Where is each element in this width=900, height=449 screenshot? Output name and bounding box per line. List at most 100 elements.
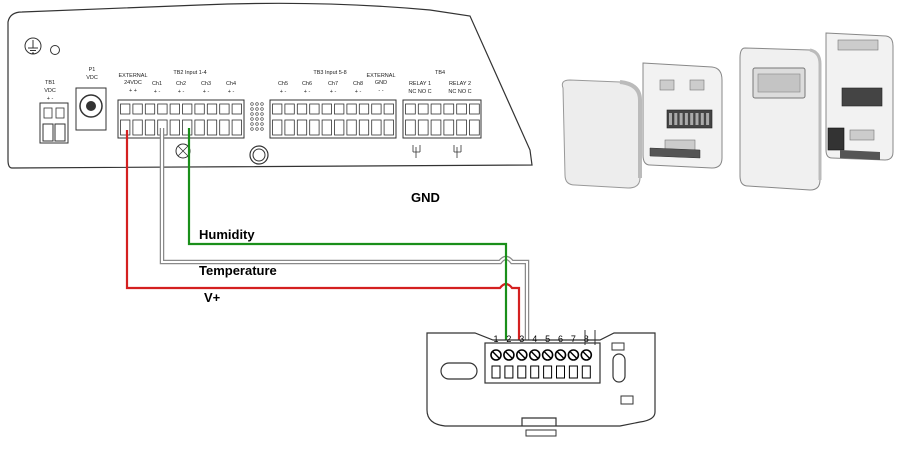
header-pin — [260, 122, 264, 126]
terminal-clamp-3 — [517, 365, 527, 379]
led-indicator — [50, 45, 60, 55]
tb2-screw-10 — [231, 103, 242, 115]
tb2-slot-8 — [206, 119, 218, 136]
header-pin — [260, 102, 264, 106]
header-pin — [255, 117, 259, 121]
mount-slot-left — [440, 362, 478, 380]
ch3-polarity: + - — [203, 89, 210, 95]
ch8-polarity: + - — [355, 89, 362, 95]
ch8-label: Ch8 — [353, 81, 363, 87]
header-pin — [250, 112, 254, 116]
terminal-number-7: 7 — [571, 334, 576, 344]
header-pin — [260, 112, 264, 116]
tb4-terminal-block — [402, 99, 482, 158]
p1-power-jack — [75, 87, 107, 131]
tb1-polarity: + - — [47, 96, 54, 102]
external-24vdc-label-2: 24VDC — [124, 80, 142, 86]
header-pin — [255, 127, 259, 131]
ch1-label: Ch1 — [152, 81, 162, 87]
header-pin — [255, 112, 259, 116]
header-pin — [250, 107, 254, 111]
sensor-photo-2-base — [825, 32, 894, 161]
ch1-polarity: + - — [154, 89, 161, 95]
header-pin — [255, 107, 259, 111]
tb3-screw-3 — [296, 103, 308, 115]
photo-pin — [684, 113, 688, 125]
header-pin — [260, 127, 264, 131]
terminal-number-6: 6 — [558, 334, 563, 344]
tb2-screw-4 — [157, 103, 168, 115]
tb4-slot-3 — [430, 119, 442, 136]
terminal-screw-slot — [569, 351, 577, 359]
ch7-label: Ch7 — [328, 81, 338, 87]
terminal-number-8: 8 — [584, 334, 589, 344]
photo-pin — [695, 113, 699, 125]
ch5-label: Ch5 — [278, 81, 288, 87]
terminal-number-3: 3 — [519, 334, 524, 344]
photo-pin — [700, 113, 704, 125]
ch4-polarity: + - — [228, 89, 235, 95]
vplus-label: V+ — [204, 290, 221, 305]
ch6-polarity: + - — [304, 89, 311, 95]
tb2-slot-5 — [169, 119, 180, 136]
external-24vdc-label: EXTERNAL — [118, 73, 147, 79]
relay1-label: RELAY 1 — [409, 81, 431, 87]
tb3-slot-8 — [358, 119, 370, 136]
terminal-number-4: 4 — [532, 334, 537, 344]
tb2-slot-1 — [120, 119, 131, 136]
terminal-clamp-2 — [504, 365, 514, 379]
tb3-slot-10 — [383, 119, 394, 136]
terminal-screw-slot — [505, 351, 513, 359]
terminal-screw-slot — [531, 351, 539, 359]
potentiometer-knob — [249, 145, 269, 165]
tb2-screw-3 — [144, 103, 156, 115]
tb1-label: TB1 — [45, 80, 55, 86]
tb2-slot-7 — [194, 119, 205, 136]
tb4-screw-5 — [456, 103, 467, 115]
tb2-screw-9 — [219, 103, 230, 115]
photo-pin — [706, 113, 710, 125]
tb3-screw-4 — [309, 103, 320, 115]
tb2-slot-2 — [132, 119, 143, 136]
tb3-screw-8 — [358, 103, 370, 115]
tb3-screw-2 — [284, 103, 295, 115]
terminal-clamp-7 — [568, 365, 578, 379]
tb3-screw-7 — [346, 103, 357, 115]
header-pin — [260, 107, 264, 111]
header-pin — [250, 122, 254, 126]
terminal-number-1: 1 — [493, 334, 498, 344]
terminal-number-2: 2 — [506, 334, 511, 344]
tb2-screw-8 — [206, 103, 218, 115]
mount-hole-top — [611, 342, 625, 351]
terminal-screw-slot — [518, 351, 526, 359]
tb4-screw-6 — [469, 103, 480, 115]
dip-header — [250, 102, 264, 131]
mount-hole-bottom — [620, 395, 634, 405]
p1-vdc-label: VDC — [86, 75, 98, 81]
tb4-screw-4 — [443, 103, 455, 115]
sensor-photo-2-cover — [739, 47, 822, 191]
tb1-terminal — [39, 102, 69, 144]
gnd-label: GND — [411, 190, 440, 205]
terminal-clamp-1 — [491, 365, 501, 379]
tb3-screw-5 — [321, 103, 332, 115]
tb3-screw-10 — [383, 103, 394, 115]
terminal-clamp-5 — [543, 365, 553, 379]
ch6-label: Ch6 — [302, 81, 312, 87]
terminal-clamp-8 — [581, 365, 591, 379]
terminal-screw-slot — [582, 351, 590, 359]
tb3-screw-1 — [272, 103, 283, 115]
header-pin — [260, 117, 264, 121]
header-pin — [255, 102, 259, 106]
tb4-slot-5 — [456, 119, 467, 136]
base-clip — [521, 417, 557, 426]
ch4-label: Ch4 — [226, 81, 236, 87]
relay2-contacts: NC NO C — [448, 89, 471, 95]
tb2-slot-6 — [182, 119, 193, 136]
terminal-screw-slot — [544, 351, 552, 359]
ch2-polarity: + - — [178, 89, 185, 95]
tb3-label: TB3 Input 5-8 — [313, 70, 346, 76]
controller-board: TB1 VDC + - P1 VDC EXTERNAL 24VDC + + TB… — [7, 2, 533, 169]
